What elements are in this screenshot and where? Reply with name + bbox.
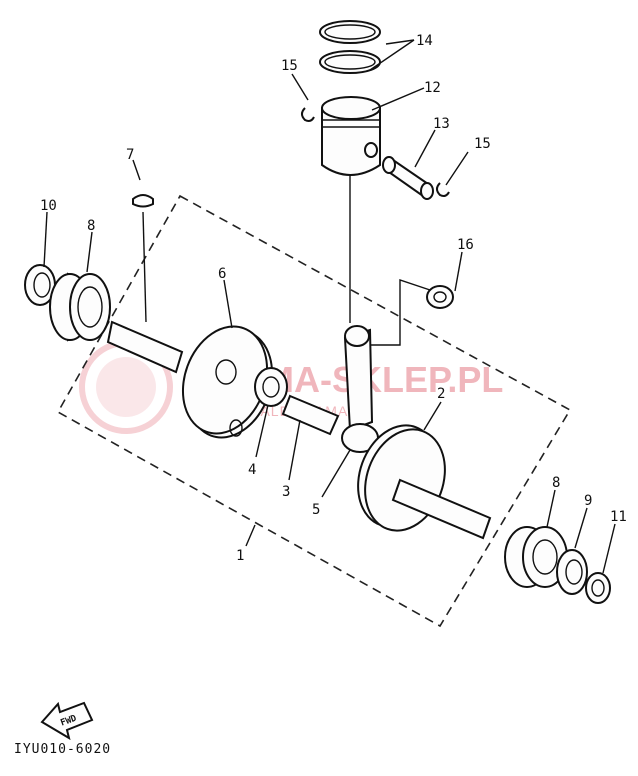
callout-6: 6 bbox=[218, 266, 226, 282]
callout-16: 16 bbox=[457, 237, 474, 253]
fwd-arrow-icon: FWD bbox=[40, 701, 94, 741]
left-oil-seal bbox=[24, 264, 56, 306]
circlip-right bbox=[436, 182, 450, 197]
right-oil-seal bbox=[556, 549, 588, 595]
callout-12: 12 bbox=[424, 80, 441, 96]
callout-8-right: 8 bbox=[552, 475, 560, 491]
woodruff-key bbox=[132, 194, 154, 208]
callout-13: 13 bbox=[433, 116, 450, 132]
left-crank-half bbox=[106, 320, 274, 439]
callout-7: 7 bbox=[126, 147, 134, 163]
callout-8-left: 8 bbox=[87, 218, 95, 234]
callout-labels: 1 2 3 4 5 6 7 8 8 9 10 11 12 13 14 15 15… bbox=[40, 33, 627, 564]
small-end-bearing bbox=[426, 285, 454, 309]
piston-rings bbox=[319, 20, 381, 74]
callout-14: 14 bbox=[416, 33, 433, 49]
callout-5: 5 bbox=[312, 502, 320, 518]
crankshaft-assembly-boundary bbox=[56, 194, 572, 628]
piston bbox=[321, 96, 381, 176]
big-end-bearing bbox=[254, 367, 288, 407]
leader-lines bbox=[43, 39, 616, 574]
right-spacer bbox=[585, 572, 611, 604]
crank-pin bbox=[281, 394, 340, 436]
callout-3: 3 bbox=[282, 484, 290, 500]
callout-1: 1 bbox=[236, 548, 244, 564]
callout-4: 4 bbox=[248, 462, 256, 478]
callout-10: 10 bbox=[40, 198, 57, 214]
callout-2: 2 bbox=[437, 386, 445, 402]
callout-11: 11 bbox=[610, 509, 627, 525]
connecting-rod bbox=[341, 325, 379, 453]
right-crank-half bbox=[357, 424, 492, 540]
right-bearing bbox=[504, 526, 568, 588]
piston-pin bbox=[382, 156, 434, 200]
callout-15-right: 15 bbox=[474, 136, 491, 152]
left-bearing bbox=[49, 272, 111, 342]
callout-15-left: 15 bbox=[281, 58, 298, 74]
circlip-left bbox=[301, 107, 315, 122]
drawing-code: IYU010-6020 bbox=[14, 742, 111, 757]
callout-9: 9 bbox=[584, 493, 592, 509]
